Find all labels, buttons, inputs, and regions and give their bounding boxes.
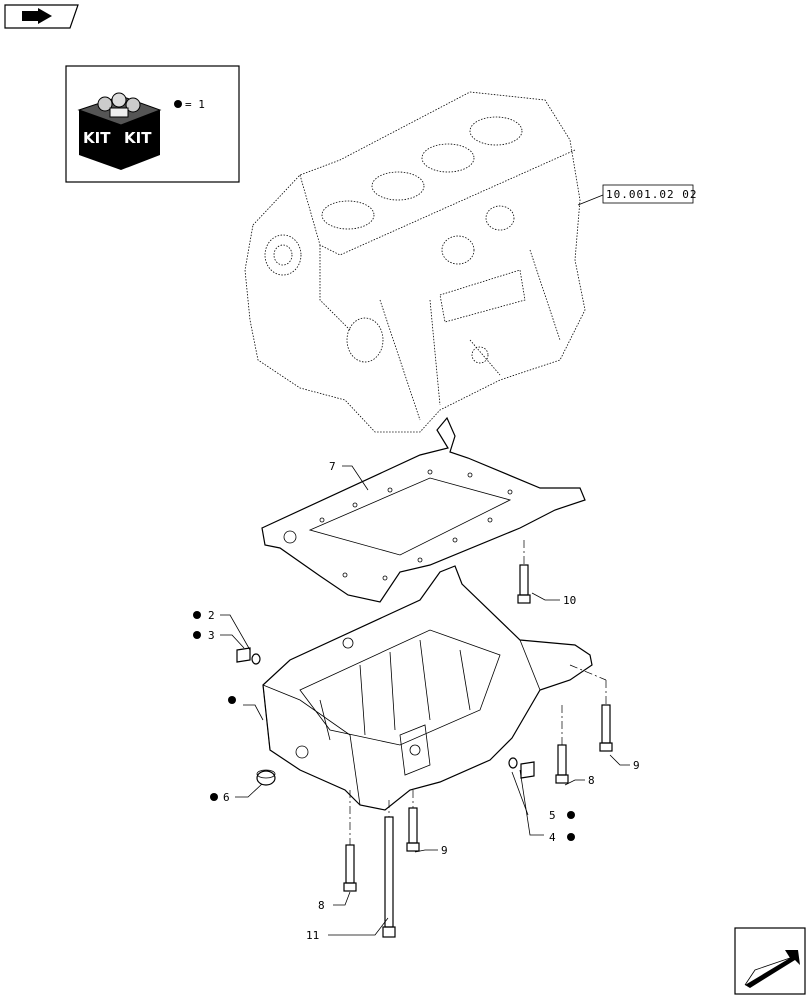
bullet-icon [210,793,218,801]
callout-6[interactable]: 6 [223,791,230,804]
oil-pan-gasket [261,416,586,603]
bullet-icon [193,631,201,639]
bolt-part-8-left [343,844,357,892]
drain-plug-assembly-right [508,757,535,779]
callout-leaders [220,465,630,936]
callout-10[interactable]: 10 [563,594,576,607]
kit-label-right: KIT [124,129,152,147]
oil-pan [262,565,593,811]
callout-8-right[interactable]: 8 [588,774,595,787]
kit-equals-label: = 1 [185,98,205,111]
kit-legend-box: KIT KIT = 1 [65,65,240,183]
callout-2[interactable]: 2 [208,609,215,622]
reference-number: 10.001.02 02 [606,188,697,201]
bolt-part-11 [382,816,396,938]
engine-block [244,91,586,433]
callout-4[interactable]: 4 [549,831,556,844]
callout-7[interactable]: 7 [329,460,336,473]
forward-arrow-icon [745,950,800,988]
bullet-icon [193,611,201,619]
bullet-icon [567,833,575,841]
bolt-part-10 [517,564,531,604]
drain-plug-assembly-left [236,647,261,665]
reference-box[interactable]: 10.001.02 02 [577,184,697,206]
back-navigation-tab[interactable] [4,4,79,29]
back-arrow-icon [22,8,52,24]
callout-3[interactable]: 3 [208,629,215,642]
next-page-button[interactable] [734,927,806,995]
callout-9-right[interactable]: 9 [633,759,640,772]
bullet-icon [228,696,236,704]
bolt-part-9-right [599,704,613,752]
callout-5[interactable]: 5 [549,809,556,822]
callout-labels: 7 10 2 3 6 5 4 8 9 9 8 11 [208,460,640,942]
bolt-part-8-right [555,744,569,784]
bolt-part-9-middle [406,807,420,852]
plug-part-6 [256,769,276,786]
callout-11[interactable]: 11 [306,929,319,942]
callout-8-left[interactable]: 8 [318,899,325,912]
callout-9-middle[interactable]: 9 [441,844,448,857]
kit-bullet-icon [174,100,182,108]
assembly-axis-lines [349,540,607,845]
kit-box-icon: KIT KIT [77,92,162,170]
kit-membership-bullets [193,611,575,841]
kit-label-left: KIT [83,129,111,147]
bullet-icon [567,811,575,819]
